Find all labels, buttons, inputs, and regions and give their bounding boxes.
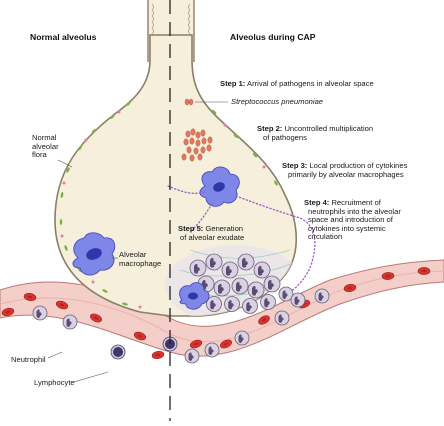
neutrophil-leader-line [47,351,63,359]
alveolar-neutrophils [179,253,294,314]
step-1-label: Step 1: Arrival of pathogens in alveolar… [220,79,374,88]
vessel-neutrophil [32,305,48,321]
vessel-neutrophil [184,348,200,364]
red-blood-cell [417,267,431,275]
alveolar-neutrophil [278,286,294,302]
step-2-label: Step 2: Uncontrolled multiplication of p… [257,124,374,142]
step-4-label: Step 4: Recruitment of neutrophils into … [304,198,401,242]
vessel-neutrophil [274,310,290,326]
activated-macrophage-icon [199,166,240,207]
exudate-macrophage [179,282,210,310]
alveolar-neutrophil [224,296,240,312]
red-blood-cell [1,307,15,317]
red-blood-cell [133,331,147,341]
vessel-neutrophil [234,330,250,346]
red-blood-cell [343,284,357,292]
alveolar-neutrophil [242,298,258,314]
pathogen-cluster [181,128,213,162]
red-blood-cell [23,293,37,301]
alveolar-neutrophil [260,294,276,310]
label-neutrophil: Neutrophil [11,355,46,364]
alveolar-neutrophil [231,277,249,295]
red-blood-cell [220,339,232,349]
red-blood-cell [55,300,69,310]
step-5-label: Step 5: Generation of alveolar exudate [178,224,245,242]
alveolar-neutrophil [237,253,255,271]
vessel-blood-cells [1,267,431,364]
alveolar-macrophage-icon [72,232,116,276]
label-streptococcus: Streptococcus pneumoniae [231,97,324,106]
alveolar-neutrophil [247,281,265,299]
vessel-neutrophil [290,292,306,308]
vessel-neutrophil [314,288,330,304]
label-lymphocyte: Lymphocyte [34,378,75,387]
red-blood-cell [90,313,102,323]
red-blood-cell [151,351,165,359]
heading-normal-alveolus: Normal alveolus [30,32,97,42]
lymphocyte-leader-line [73,371,109,383]
alveolar-neutrophil [263,275,281,293]
red-blood-cell [258,315,270,325]
alveolar-neutrophil [253,261,271,279]
alveolar-neutrophil [206,296,222,312]
step-3-label: Step 3: Local production of cytokines pr… [282,161,408,179]
alveolar-neutrophil [205,253,223,271]
cytokine-paths [167,185,316,293]
alveolar-flora [59,101,278,309]
alveolar-neutrophil [221,261,239,279]
streptococcus-icon [184,98,194,106]
vessel-neutrophil [62,314,78,330]
alveolar-neutrophil [213,279,231,297]
heading-alveolus-cap: Alveolus during CAP [230,32,316,42]
alveolar-neutrophil [189,259,207,277]
vessel-neutrophil [204,342,220,358]
red-blood-cell [189,339,203,349]
vessel-lymphocyte [110,344,126,360]
red-blood-cell [381,272,395,280]
flora-leader-line [57,159,73,168]
